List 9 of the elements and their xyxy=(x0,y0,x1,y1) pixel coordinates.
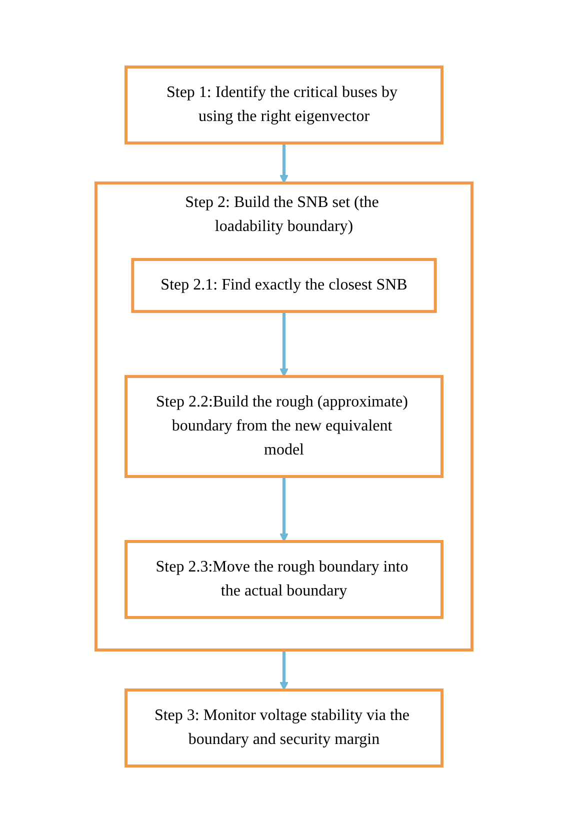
arrow xyxy=(280,142,288,183)
node-box: Step 3: Monitor voltage stability via the boundary and security margin xyxy=(124,688,444,767)
arrow xyxy=(280,311,288,376)
arrow xyxy=(280,476,288,542)
arrow xyxy=(280,650,288,690)
node-box: Step 2.2:Build the rough (approximate) boundary from the new equivalent model xyxy=(124,374,444,478)
node-box: Step 2.3:Move the rough boundary into the actual boundary xyxy=(124,540,444,618)
node-box: Step 1: Identify the critical buses by using the right eigenvector xyxy=(124,65,444,144)
node-box: Step 2.1: Find exactly the closest SNB xyxy=(131,258,437,312)
